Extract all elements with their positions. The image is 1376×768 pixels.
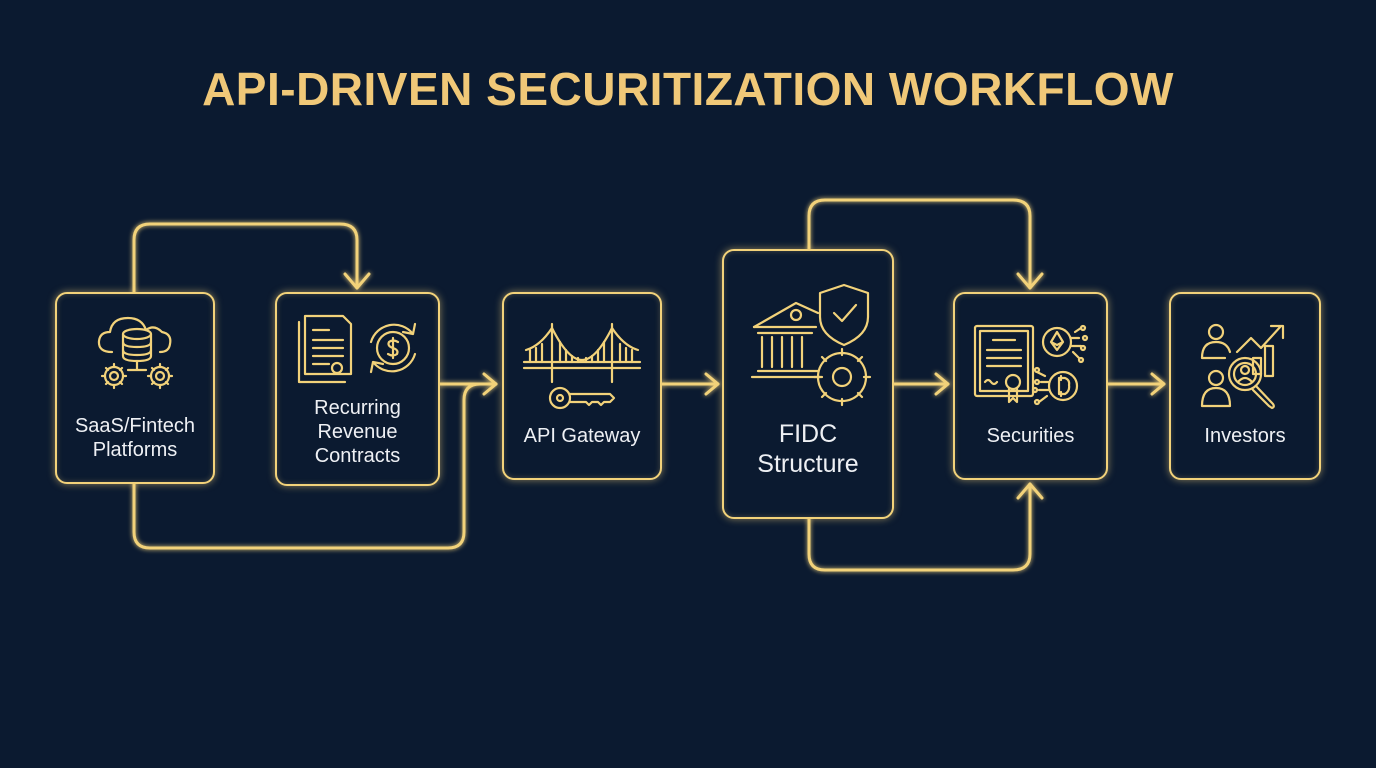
bridge-key-icon xyxy=(522,322,642,410)
arrowhead-icon xyxy=(343,272,371,290)
node-securities[interactable]: Securities xyxy=(953,292,1108,480)
diagram-title: API-DRIVEN SECURITIZATION WORKFLOW xyxy=(202,63,1174,115)
arrowhead-icon xyxy=(482,372,498,396)
certificate-crypto-icon xyxy=(973,324,1089,406)
node-recurring-revenue-contracts[interactable]: Recurring Revenue Contracts xyxy=(275,292,440,486)
edge-saas-contracts-top xyxy=(132,222,359,295)
arrowhead-icon xyxy=(704,372,720,396)
arrowhead-icon xyxy=(1150,372,1166,396)
arrowhead-icon xyxy=(1016,482,1044,500)
node-label-line: Platforms xyxy=(92,439,178,461)
node-label-line: FIDC xyxy=(778,420,838,448)
cloud-database-gears-icon xyxy=(97,316,174,390)
arrowhead-icon xyxy=(934,372,950,396)
node-fidc-structure[interactable]: FIDC Structure xyxy=(722,249,894,519)
node-saas-fintech-platforms[interactable]: SaaS/Fintech Platforms xyxy=(55,292,215,484)
node-label-line: Securities xyxy=(986,425,1075,447)
investors-chart-magnifier-icon xyxy=(1200,323,1285,410)
bank-shield-gear-icon xyxy=(750,283,872,407)
node-label-line: Revenue xyxy=(317,421,398,443)
edge-fidc-securities-bottom xyxy=(807,482,1032,572)
node-label-line: SaaS/Fintech xyxy=(74,415,196,437)
node-api-gateway[interactable]: API Gateway xyxy=(502,292,662,480)
edge-fidc-securities-top xyxy=(807,198,1032,290)
node-label-line: Contracts xyxy=(314,445,401,467)
node-label-line: Investors xyxy=(1204,425,1286,447)
node-investors[interactable]: Investors xyxy=(1169,292,1321,480)
contract-recurring-dollar-icon xyxy=(297,314,417,384)
arrowhead-icon xyxy=(1016,272,1044,290)
edge-saas-gateway-bottom xyxy=(132,382,498,550)
node-label-line: Structure xyxy=(757,450,859,478)
node-label-line: Recurring xyxy=(314,397,401,419)
node-label-line: API Gateway xyxy=(523,425,641,447)
